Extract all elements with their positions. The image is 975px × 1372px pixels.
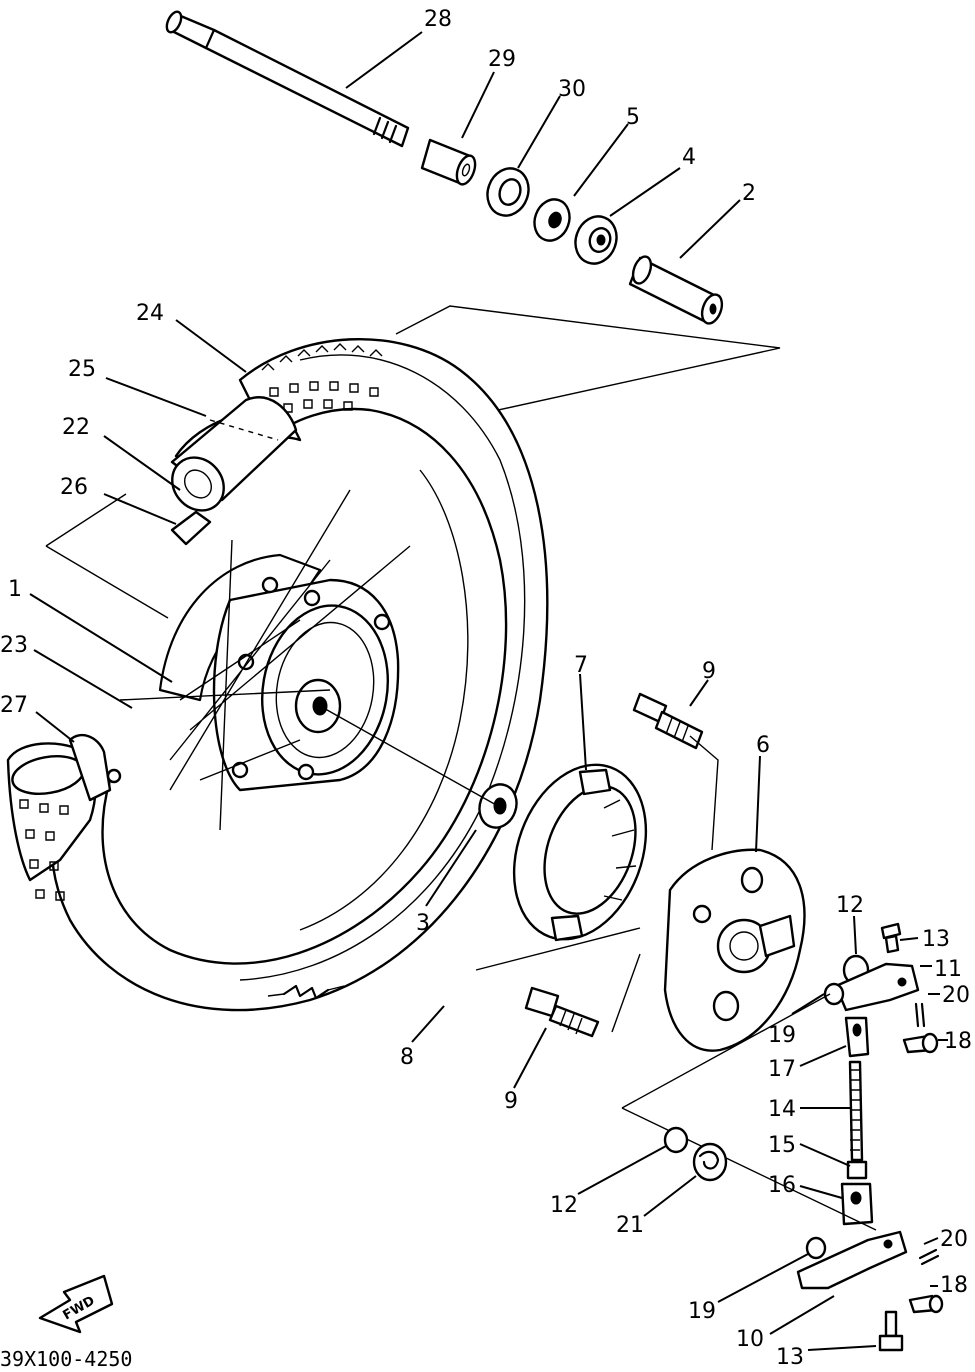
callout-13-top: 13 bbox=[922, 927, 950, 952]
leader-lines bbox=[29, 31, 948, 1351]
bearing-4 bbox=[574, 215, 618, 265]
axle-28 bbox=[165, 10, 410, 148]
callout-10: 10 bbox=[736, 1327, 764, 1352]
pin-18-bottom bbox=[908, 1294, 944, 1314]
callout-12-top: 12 bbox=[836, 893, 864, 918]
callout-19-top: 19 bbox=[768, 1023, 796, 1048]
callout-13-bottom: 13 bbox=[776, 1345, 804, 1370]
callout-17: 17 bbox=[768, 1057, 796, 1082]
bolt-13-bottom bbox=[878, 1310, 904, 1352]
callout-27: 27 bbox=[0, 693, 28, 718]
callout-2: 2 bbox=[742, 181, 756, 206]
spokes-23 bbox=[119, 489, 411, 831]
lever-11 bbox=[834, 962, 920, 1012]
callout-28: 28 bbox=[424, 7, 452, 32]
washer-12-bottom bbox=[663, 1126, 689, 1154]
bearing-5 bbox=[533, 198, 571, 242]
tube-25 bbox=[170, 396, 298, 512]
callout-9-bottom: 9 bbox=[504, 1089, 518, 1114]
cam-screw-9-top bbox=[632, 692, 704, 750]
pin-20-bottom bbox=[918, 1248, 940, 1266]
fwd-arrow-icon: FWD bbox=[38, 1274, 114, 1334]
callout-30: 30 bbox=[558, 77, 586, 102]
spring-21 bbox=[692, 1142, 728, 1182]
callout-23: 23 bbox=[0, 633, 28, 658]
callout-21: 21 bbox=[616, 1213, 644, 1238]
callout-24: 24 bbox=[136, 301, 164, 326]
callout-4: 4 bbox=[682, 145, 696, 170]
callout-labels: 28 29 30 5 4 2 24 25 22 26 1 23 27 7 9 6… bbox=[0, 7, 972, 1370]
diagram-code: 39X100-4250 bbox=[0, 1347, 132, 1371]
brake-plate-6 bbox=[663, 848, 806, 1052]
joint-17 bbox=[844, 1016, 870, 1058]
callout-25: 25 bbox=[68, 357, 96, 382]
collar-29 bbox=[420, 138, 477, 186]
joint-16 bbox=[840, 1182, 874, 1226]
callout-20-bottom: 20 bbox=[940, 1227, 968, 1252]
pin-20-top bbox=[914, 1002, 926, 1028]
bolt-13-top bbox=[880, 922, 902, 954]
spring-8 bbox=[267, 984, 345, 1000]
lever-10 bbox=[796, 1230, 908, 1290]
callout-12-bottom: 12 bbox=[550, 1193, 578, 1218]
callout-5: 5 bbox=[626, 105, 640, 130]
callout-26: 26 bbox=[60, 475, 88, 500]
callout-18-bottom: 18 bbox=[940, 1273, 968, 1298]
callout-3: 3 bbox=[416, 911, 430, 936]
spacer-2 bbox=[628, 255, 724, 325]
callout-16: 16 bbox=[768, 1173, 796, 1198]
callout-22: 22 bbox=[62, 415, 90, 440]
callout-6: 6 bbox=[756, 733, 770, 758]
hub-1 bbox=[212, 576, 400, 792]
hub-axis-line bbox=[319, 705, 499, 807]
tire-27 bbox=[6, 733, 122, 901]
callout-14: 14 bbox=[768, 1097, 796, 1122]
washer-19-bottom bbox=[805, 1236, 827, 1260]
rod-14 bbox=[848, 1060, 864, 1162]
callout-15: 15 bbox=[768, 1133, 796, 1158]
cam-screw-9-bottom bbox=[524, 986, 600, 1038]
callout-19-bottom: 19 bbox=[688, 1299, 716, 1324]
pin-18-top bbox=[902, 1032, 939, 1054]
callout-1: 1 bbox=[8, 577, 22, 602]
brake-shoe-7 bbox=[512, 763, 648, 942]
callout-29: 29 bbox=[488, 47, 516, 72]
brake-assembly-bracket bbox=[475, 735, 719, 1033]
callout-18-top: 18 bbox=[944, 1029, 972, 1054]
callout-7: 7 bbox=[574, 653, 588, 678]
nut-15 bbox=[846, 1160, 868, 1180]
callout-8: 8 bbox=[400, 1045, 414, 1070]
callout-20-top: 20 bbox=[942, 983, 970, 1008]
wheel-assembly-bracket bbox=[45, 493, 169, 619]
callout-9-top: 9 bbox=[702, 659, 716, 684]
oil-seal-30 bbox=[486, 167, 530, 217]
washer-19-top bbox=[823, 982, 845, 1006]
valve-26 bbox=[170, 510, 212, 546]
axle-assembly-bracket bbox=[395, 305, 781, 419]
callout-11: 11 bbox=[934, 957, 962, 982]
